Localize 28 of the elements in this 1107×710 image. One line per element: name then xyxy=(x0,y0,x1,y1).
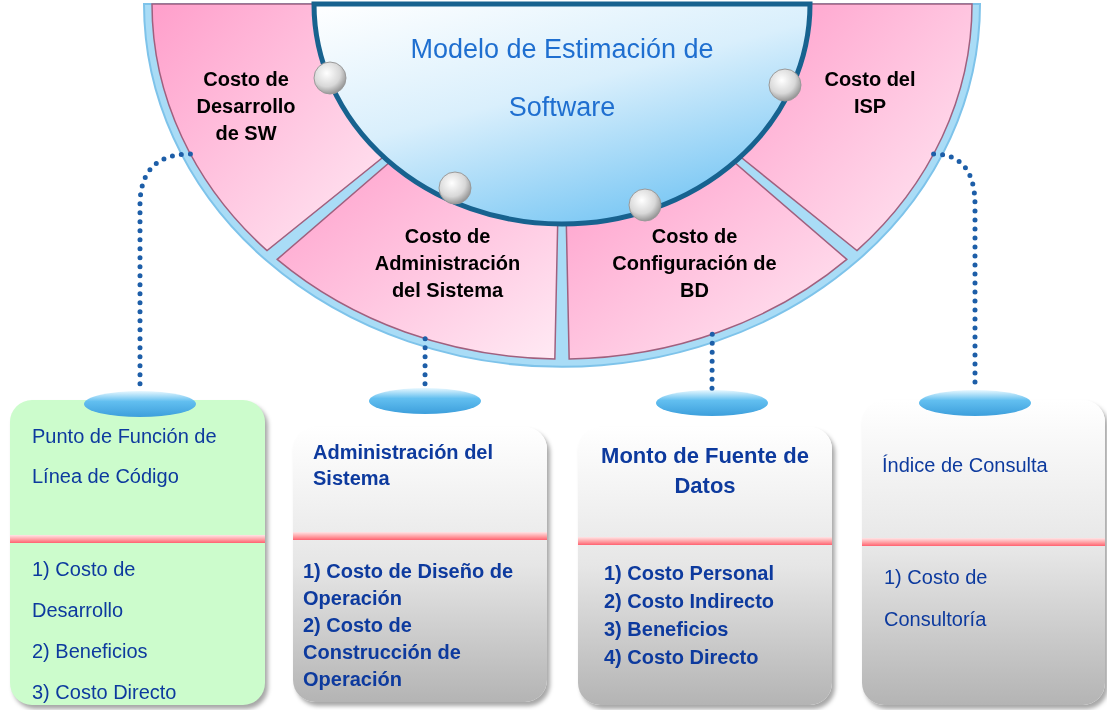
disc-ellipse xyxy=(918,389,1032,417)
info-card xyxy=(10,400,265,705)
card-heading: Administración del Sistema xyxy=(312,440,495,491)
disc-ellipse xyxy=(368,387,482,415)
info-card xyxy=(862,400,1105,705)
info-card xyxy=(578,427,832,705)
segment-label: Costo de Administración del Sistema xyxy=(373,224,522,303)
disc-ellipse xyxy=(655,389,769,417)
list-item: 1) Costo Personal xyxy=(604,561,776,586)
info-card xyxy=(293,427,547,702)
list-item: 1) Costo de Diseño de Operación xyxy=(303,559,515,611)
card-heading: Punto de Función de Línea de Código xyxy=(31,424,218,489)
dotted-connector xyxy=(709,331,715,392)
list-item: 1) Costo de Desarrollo xyxy=(32,557,137,623)
card-heading: Monto de Fuente de Datos xyxy=(600,442,810,500)
list-item: 2) Costo de Construcción de Operación xyxy=(303,613,462,692)
list-item: 4) Costo Directo xyxy=(604,645,760,670)
segment-label: Costo de Configuración de BD xyxy=(612,224,777,303)
disc-ellipse xyxy=(83,390,197,418)
card-heading: Índice de Consulta xyxy=(881,453,1049,478)
list-item: 3) Beneficios xyxy=(604,617,730,642)
list-item: 3) Costo Directo xyxy=(32,680,178,705)
segment-label: Costo del ISP xyxy=(823,67,917,119)
hub-title: Modelo de Estimación de Software xyxy=(409,33,715,124)
segment-label: Costo de Desarrollo de SW xyxy=(195,67,297,146)
list-item: 2) Costo Indirecto xyxy=(604,589,775,614)
list-item: 1) Costo de Consultoría xyxy=(884,565,989,632)
list-item: 2) Beneficios xyxy=(32,639,149,664)
